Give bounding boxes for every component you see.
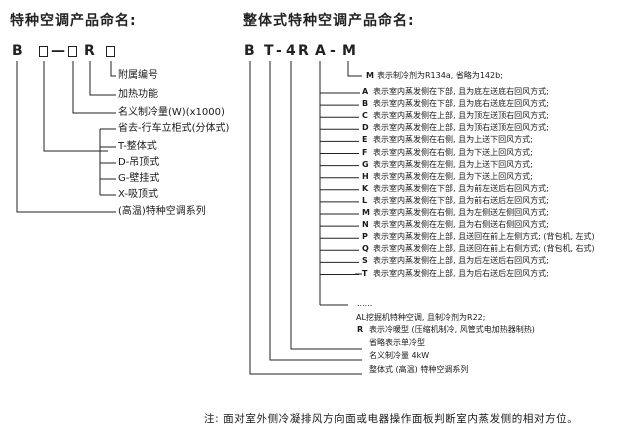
- left-code-heating: R: [84, 43, 95, 59]
- row-letter: B: [362, 99, 369, 109]
- row-text: 表示室内蒸发侧在左侧, 且为下送上回风方式;: [373, 171, 533, 181]
- left-code-capacity-slot: [68, 46, 77, 57]
- row-text: 表示室内蒸发侧在上部, 且为后右送后左回风方式;: [373, 268, 549, 278]
- row-letter: E: [362, 135, 368, 145]
- right-letter-connectors: [320, 104, 359, 275]
- row-text: 表示室内蒸发侧在左侧, 且为上送下回风方式;: [373, 159, 533, 169]
- row-letter: K: [362, 183, 369, 193]
- row-letter: A: [362, 87, 369, 96]
- row-letter: M: [362, 208, 370, 217]
- excavator-row: AL挖掘机特种空调, 且制冷剂为R22;: [356, 313, 486, 322]
- capacity-text: 名义制冷量 4kW: [369, 351, 430, 360]
- right-title: 整体式特种空调产品命名:: [243, 13, 415, 29]
- row-text: 表示室内蒸发侧在左侧, 且为右侧送右侧回风方式;: [373, 220, 549, 230]
- row-letter: T: [362, 268, 368, 278]
- ellipsis: ......: [357, 299, 373, 308]
- row-letter: P: [362, 232, 368, 242]
- left-code-suffix-slot: [106, 46, 115, 57]
- left-label-suffix: 附属编号: [118, 70, 158, 81]
- left-label-heating: 加热功能: [118, 89, 158, 100]
- row-text: 表示室内蒸发侧在下部, 且为底右送底左回风方式;: [373, 99, 549, 109]
- refrigerant-text: 表示制冷剂为R134a, 省略为142b;: [377, 71, 503, 80]
- right-code-dash-2: -: [330, 43, 336, 59]
- heating-text: 表示冷暖型 (压缩机制冷, 风管式电加热器制热): [369, 325, 535, 334]
- row-text: 表示室内蒸发侧在上部, 且为顶左送顶右回风方式;: [373, 111, 549, 121]
- row-letter: S: [362, 256, 368, 266]
- left-code-type-slot: [39, 46, 48, 57]
- right-code-b: B: [244, 43, 255, 59]
- row-text: 表示室内蒸发侧在右侧, 且为上送下回风方式;: [373, 135, 533, 145]
- footnote: 注: 面对室外侧冷凝排风方向面或电器操作面板判断室内蒸发侧的相对方位。: [204, 413, 579, 425]
- row-letter: F: [362, 147, 368, 157]
- refrigerant-letter: M: [366, 71, 374, 80]
- row-letter: G: [362, 159, 369, 169]
- row-text: 表示室内蒸发侧在下部, 且为前左送后右回风方式;: [373, 183, 549, 193]
- row-letter: H: [362, 171, 369, 181]
- series-text: 整体式 (高温) 特种空调系列: [369, 365, 469, 374]
- row-text: 表示室内蒸发侧在下部, 且为前右送后左回风方式;: [373, 195, 549, 205]
- left-label-cassette: X-吸顶式: [118, 189, 158, 200]
- row-text: 表示室内蒸发侧在上部, 且送回在前上右侧方式; (背包机, 右式): [373, 244, 595, 254]
- heating-letter: R: [357, 325, 364, 334]
- left-label-wall: G-壁挂式: [118, 173, 160, 184]
- row-text: 表示室内蒸发侧在上部, 且为后左送后右回风方式;: [373, 256, 549, 266]
- right-code-4: 4: [286, 43, 296, 59]
- row-letter: C: [362, 111, 368, 121]
- right-code-t: T: [264, 43, 274, 59]
- right-code-m: M: [342, 43, 356, 59]
- row-letter: D: [362, 123, 369, 133]
- row-letter: N: [362, 220, 369, 230]
- row-text: 表示室内蒸发侧在右侧, 且为下送上回风方式;: [373, 147, 533, 157]
- right-code-dash-1: -: [276, 43, 282, 59]
- left-label-capacity: 名义制冷量(W)(x1000): [118, 107, 225, 118]
- row-text: 表示室内蒸发侧在下部, 且为底左送底右回风方式;: [373, 87, 549, 96]
- left-label-integral: T-整体式: [118, 141, 157, 152]
- left-title: 特种空调产品命名:: [10, 13, 137, 29]
- right-code-r: R: [298, 43, 309, 59]
- right-code-a: A: [315, 43, 326, 59]
- row-text: 表示室内蒸发侧在右侧, 且为左侧送左侧回风方式;: [373, 208, 549, 217]
- row-text: 表示室内蒸发侧在上部, 且送回在前上左侧方式; (背包机, 左式): [373, 232, 595, 242]
- cooling-only-text: 省略表示单冷型: [369, 338, 425, 347]
- left-label-series: (高温)特种空调系列: [118, 206, 206, 217]
- row-letter: L: [362, 195, 368, 205]
- left-label-split: 省去-行车立柜式(分体式): [118, 123, 230, 134]
- left-label-ceiling: D-吊顶式: [118, 157, 160, 168]
- row-letter: Q: [362, 244, 369, 254]
- left-code-dash: —: [51, 43, 65, 59]
- left-code-prefix: B: [12, 43, 23, 59]
- row-text: 表示室内蒸发侧在上部, 且为顶右送顶左回风方式;: [373, 123, 549, 133]
